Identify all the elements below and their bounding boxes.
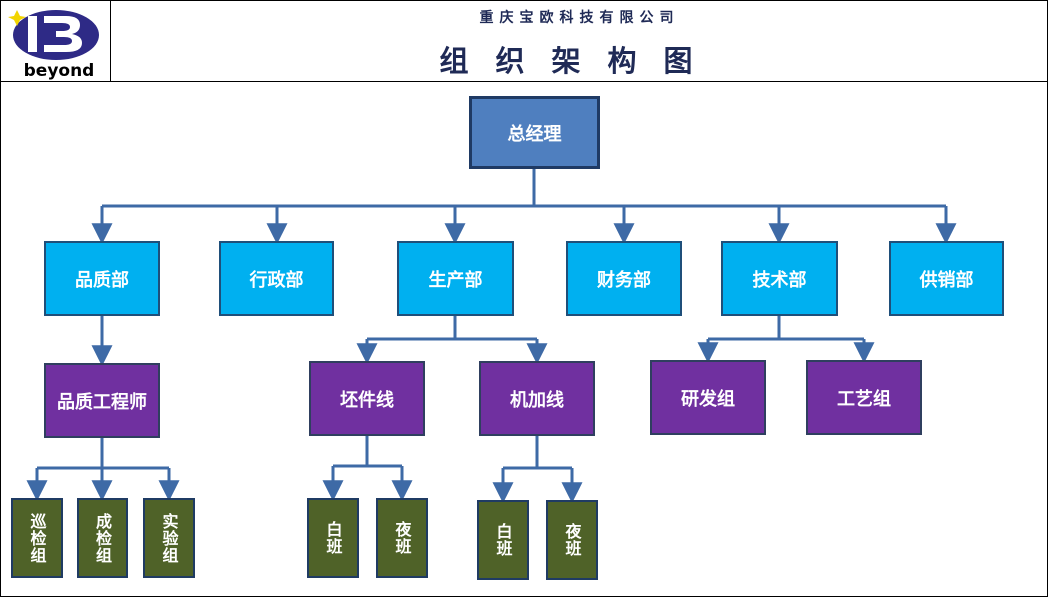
node-machining-night-shift: 夜班 — [546, 500, 598, 580]
node-general-manager: 总经理 — [469, 96, 600, 169]
chart-title: 组织架构图 — [439, 44, 720, 78]
node-sales-dept: 供销部 — [889, 241, 1004, 316]
node-final-inspection-team: 成检组 — [77, 498, 128, 578]
company-name: 重庆宝欧科技有限公司 — [479, 10, 680, 26]
node-lab-team: 实验组 — [143, 498, 195, 578]
node-rd-group: 研发组 — [650, 360, 766, 435]
node-tech-dept: 技术部 — [721, 241, 838, 316]
node-quality-dept: 品质部 — [44, 241, 160, 316]
node-blank-day-shift: 白班 — [307, 498, 359, 578]
node-machining-day-shift: 白班 — [477, 500, 529, 580]
node-blank-night-shift: 夜班 — [376, 498, 428, 578]
node-quality-engineer: 品质工程师 — [44, 363, 160, 438]
node-admin-dept: 行政部 — [219, 241, 334, 316]
node-blank-line: 坯件线 — [309, 361, 425, 436]
header-divider — [0, 81, 1048, 82]
logo-text: beyond — [23, 61, 95, 81]
logo-divider — [110, 0, 111, 82]
node-patrol-inspection-team: 巡检组 — [11, 498, 63, 578]
node-process-group: 工艺组 — [806, 360, 922, 435]
node-machining-line: 机加线 — [479, 361, 595, 436]
node-production-dept: 生产部 — [397, 241, 514, 316]
node-finance-dept: 财务部 — [566, 241, 682, 316]
beyond-logo-icon — [8, 10, 99, 60]
